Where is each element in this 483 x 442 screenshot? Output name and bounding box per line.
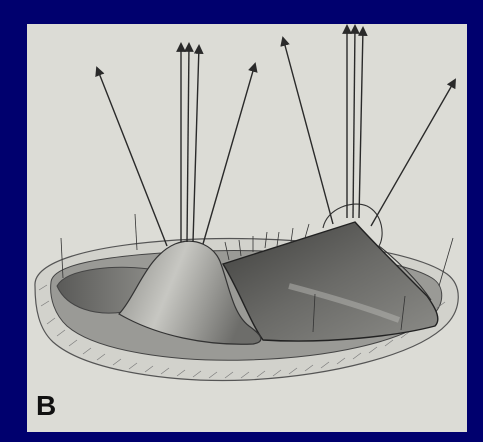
arrow-right-outer-left [283,38,333,224]
arrow-left-right [203,64,255,244]
drawing-canvas [27,24,467,432]
arrow-left-center-3 [193,46,199,242]
arrow-right-outer-right [371,80,455,226]
mound-arrows [97,44,255,246]
arrow-left-outer [97,68,167,246]
arrow-left-center-2 [187,44,189,242]
dome-arrows [283,26,455,226]
figure-panel: B [27,24,467,432]
arrow-right-center-2 [353,26,355,218]
panel-label: B [36,391,56,421]
arrow-right-center-3 [359,28,363,218]
